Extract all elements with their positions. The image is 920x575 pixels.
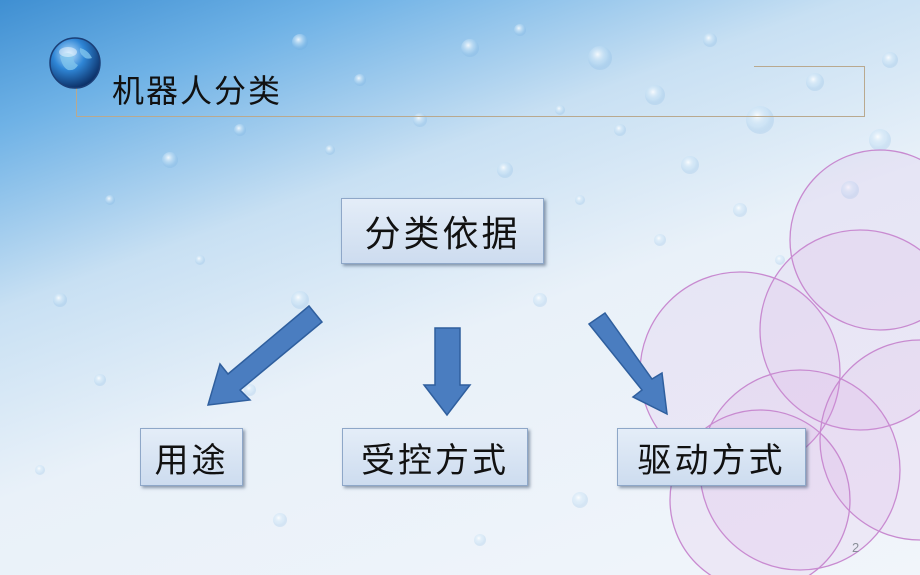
- root-box-classification-basis: 分类依据: [341, 198, 544, 264]
- arrow-to-control: [422, 327, 472, 417]
- title-frame-corner: [754, 66, 865, 117]
- water-drops: [35, 24, 898, 546]
- slide-title: 机器人分类: [112, 72, 283, 110]
- arrow-to-use: [206, 304, 324, 406]
- child-box-control-mode: 受控方式: [342, 428, 528, 486]
- child-box-drive-mode: 驱动方式: [617, 428, 806, 486]
- child-box-use: 用途: [140, 428, 243, 486]
- arrow-to-drive: [587, 311, 668, 416]
- globe-icon: [49, 37, 101, 89]
- title-frame: [76, 66, 865, 117]
- page-number: 2: [852, 540, 860, 555]
